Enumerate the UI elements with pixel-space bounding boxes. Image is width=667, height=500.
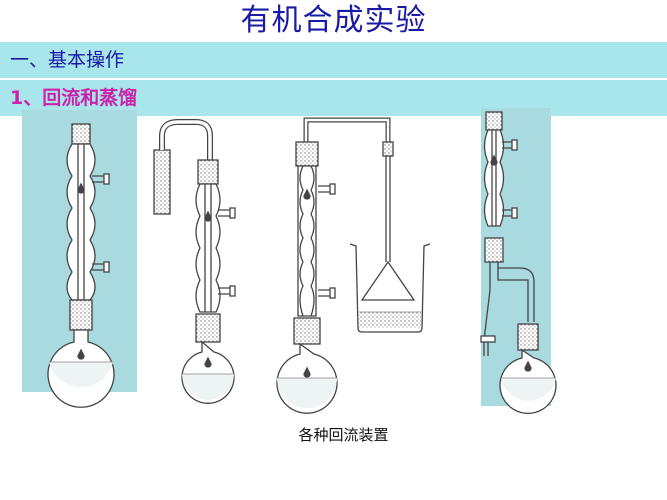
figure-caption: 各种回流装置 bbox=[298, 426, 389, 444]
gas-trap-beaker-icon bbox=[276, 117, 431, 414]
condenser-flask-icon bbox=[47, 123, 115, 408]
subsection-heading: 1、回流和蒸馏 bbox=[10, 87, 138, 109]
section-band bbox=[0, 42, 667, 78]
drying-tube-condenser-icon bbox=[153, 119, 236, 404]
page-title: 有机合成实验 bbox=[240, 3, 427, 38]
section-heading: 一、基本操作 bbox=[10, 49, 125, 71]
dropping-funnel-condenser-icon bbox=[480, 111, 557, 414]
